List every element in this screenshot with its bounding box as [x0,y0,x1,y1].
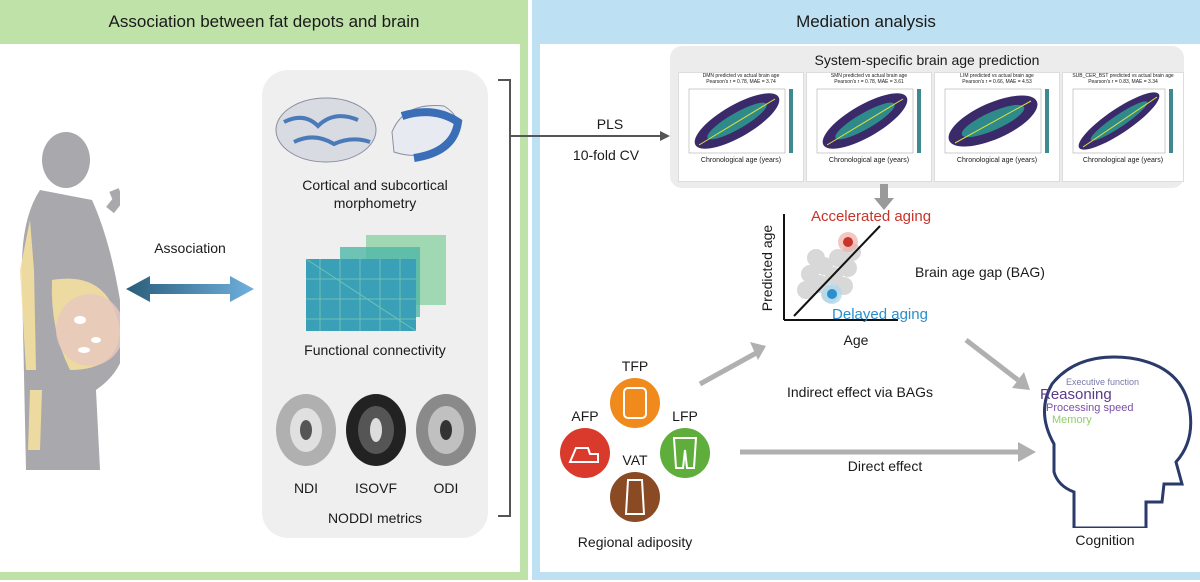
header-left-title: Association between fat depots and brain [108,12,420,31]
scatter-title: SUB_CER_BST predicted vs actual brain ag… [1072,73,1174,79]
association-arrow [126,276,254,302]
tfp-circle [610,378,660,428]
reasoning-label: Reasoning [1040,386,1112,403]
pls-label: PLS [596,116,624,132]
odi-label: ODI [433,480,459,496]
ndi-label: NDI [293,480,319,496]
vat-circle [610,472,660,522]
connectivity-label: Functional connectivity [304,342,446,358]
executive-label: Executive function [1066,377,1140,387]
direct-label: Direct effect [847,458,923,474]
morphometry-label: Cortical and subcortical morphometry [302,177,448,211]
accelerated-label: Accelerated aging [810,208,932,225]
scatter-plot [816,88,921,154]
cognition-label: Cognition [1075,532,1135,548]
body-silhouette [20,132,120,470]
afp-circle [560,428,610,478]
tfp-label: TFP [621,358,649,374]
scatter-plot [688,88,793,154]
noddi-brains [276,394,476,466]
down-arrow [874,184,894,210]
scatter-title: SMN predicted vs actual brain age [830,73,908,79]
bag-ylabel: Predicted age [759,224,775,312]
scatter-xlabel: Chronological age (years) [700,157,782,164]
brain-morphometry-icon [275,97,463,163]
vat-label: VAT [622,452,648,468]
speed-label: Processing speed [1046,402,1134,414]
scatter-stats: Pearson's r = 0.78, MAE = 3.74 [706,79,776,85]
scatter-title: LIM predicted vs actual brain age [960,73,1034,79]
header-left: Association between fat depots and brain [0,0,528,44]
brain-age-title: System-specific brain age prediction [814,52,1040,68]
scatter-xlabel: Chronological age (years) [828,157,910,164]
scatter-stats: Pearson's r = 0.83, MAE = 3.34 [1088,79,1158,85]
scatter-plot [1072,88,1173,154]
afp-label: AFP [571,408,599,424]
scatter-smn: SMN predicted vs actual brain age Pearso… [806,72,932,182]
scatter-lim: LIM predicted vs actual brain age Pearso… [934,72,1060,182]
indirect-label: Indirect effect via BAGs [786,384,934,400]
scatter-sub-cer-bst: SUB_CER_BST predicted vs actual brain ag… [1062,72,1184,182]
memory-label: Memory [1052,414,1092,426]
bag-xlabel: Age [843,332,869,348]
scatter-stats: Pearson's r = 0.78, MAE = 3.61 [834,79,904,85]
bracket-connector [498,79,670,517]
connectivity-matrix-icon [305,235,446,332]
mediation-arrows [698,338,1036,462]
scatter-dmn: DMN predicted vs actual brain age Pearso… [678,72,804,182]
lfp-label: LFP [672,408,698,424]
noddi-label: NODDI metrics [327,510,423,526]
association-label: Association [154,240,226,256]
header-right-title: Mediation analysis [796,12,936,31]
cognition-head-icon [1042,355,1193,528]
scatter-xlabel: Chronological age (years) [1082,157,1164,164]
scatter-plot [944,88,1049,154]
cv-label: 10-fold CV [572,147,640,163]
scatter-xlabel: Chronological age (years) [956,157,1038,164]
header-right: Mediation analysis [532,0,1200,44]
delayed-label: Delayed aging [832,306,928,323]
adiposity-label: Regional adiposity [577,534,693,550]
scatter-title: DMN predicted vs actual brain age [702,73,780,79]
scatter-stats: Pearson's r = 0.66, MAE = 4.53 [962,79,1032,85]
lfp-circle [660,428,710,478]
isovf-label: ISOVF [354,480,397,496]
bag-diagram [783,214,898,321]
bag-gap-label: Brain age gap (BAG) [915,264,1045,280]
